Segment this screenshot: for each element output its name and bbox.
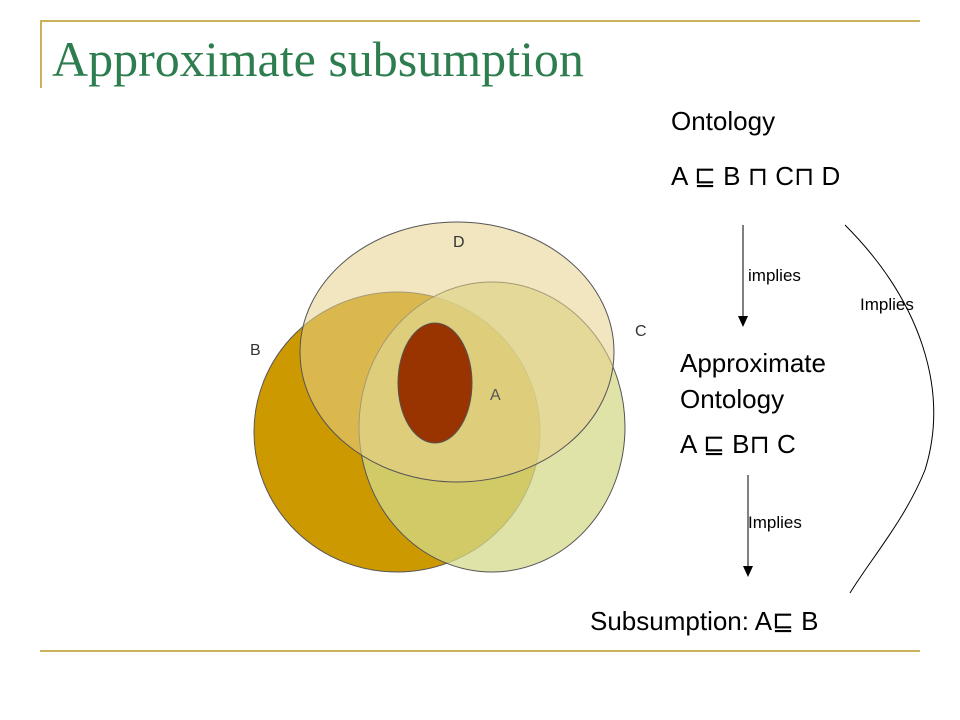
frame-line-top: [40, 20, 920, 22]
venn-label-c: C: [635, 323, 647, 340]
approx-axiom: A ⊑ B⊓ C: [680, 429, 796, 459]
label-implies-2: Implies: [748, 513, 802, 532]
ontology-axiom: A ⊑ B ⊓ C⊓ D: [671, 161, 841, 191]
frame-line-left: [40, 20, 42, 88]
label-implies-1: implies: [748, 266, 801, 285]
approx-line-1: Approximate: [680, 348, 826, 378]
venn-label-d: D: [453, 234, 465, 251]
arrowhead-implies-1: [738, 316, 748, 327]
venn-label-b: B: [250, 342, 261, 359]
slide-title: Approximate subsumption: [52, 31, 584, 87]
label-implies-right: Implies: [860, 295, 914, 314]
approx-line-2: Ontology: [680, 384, 785, 414]
venn-label-a: A: [490, 387, 501, 404]
ontology-heading: Ontology: [671, 106, 776, 136]
curve-implies-right: [844, 224, 935, 594]
arrowhead-implies-2: [743, 566, 753, 577]
ellipse-a: [397, 322, 473, 444]
frame-line-bottom: [40, 650, 920, 652]
subsumption-result: Subsumption: A⊑ B: [590, 606, 819, 636]
